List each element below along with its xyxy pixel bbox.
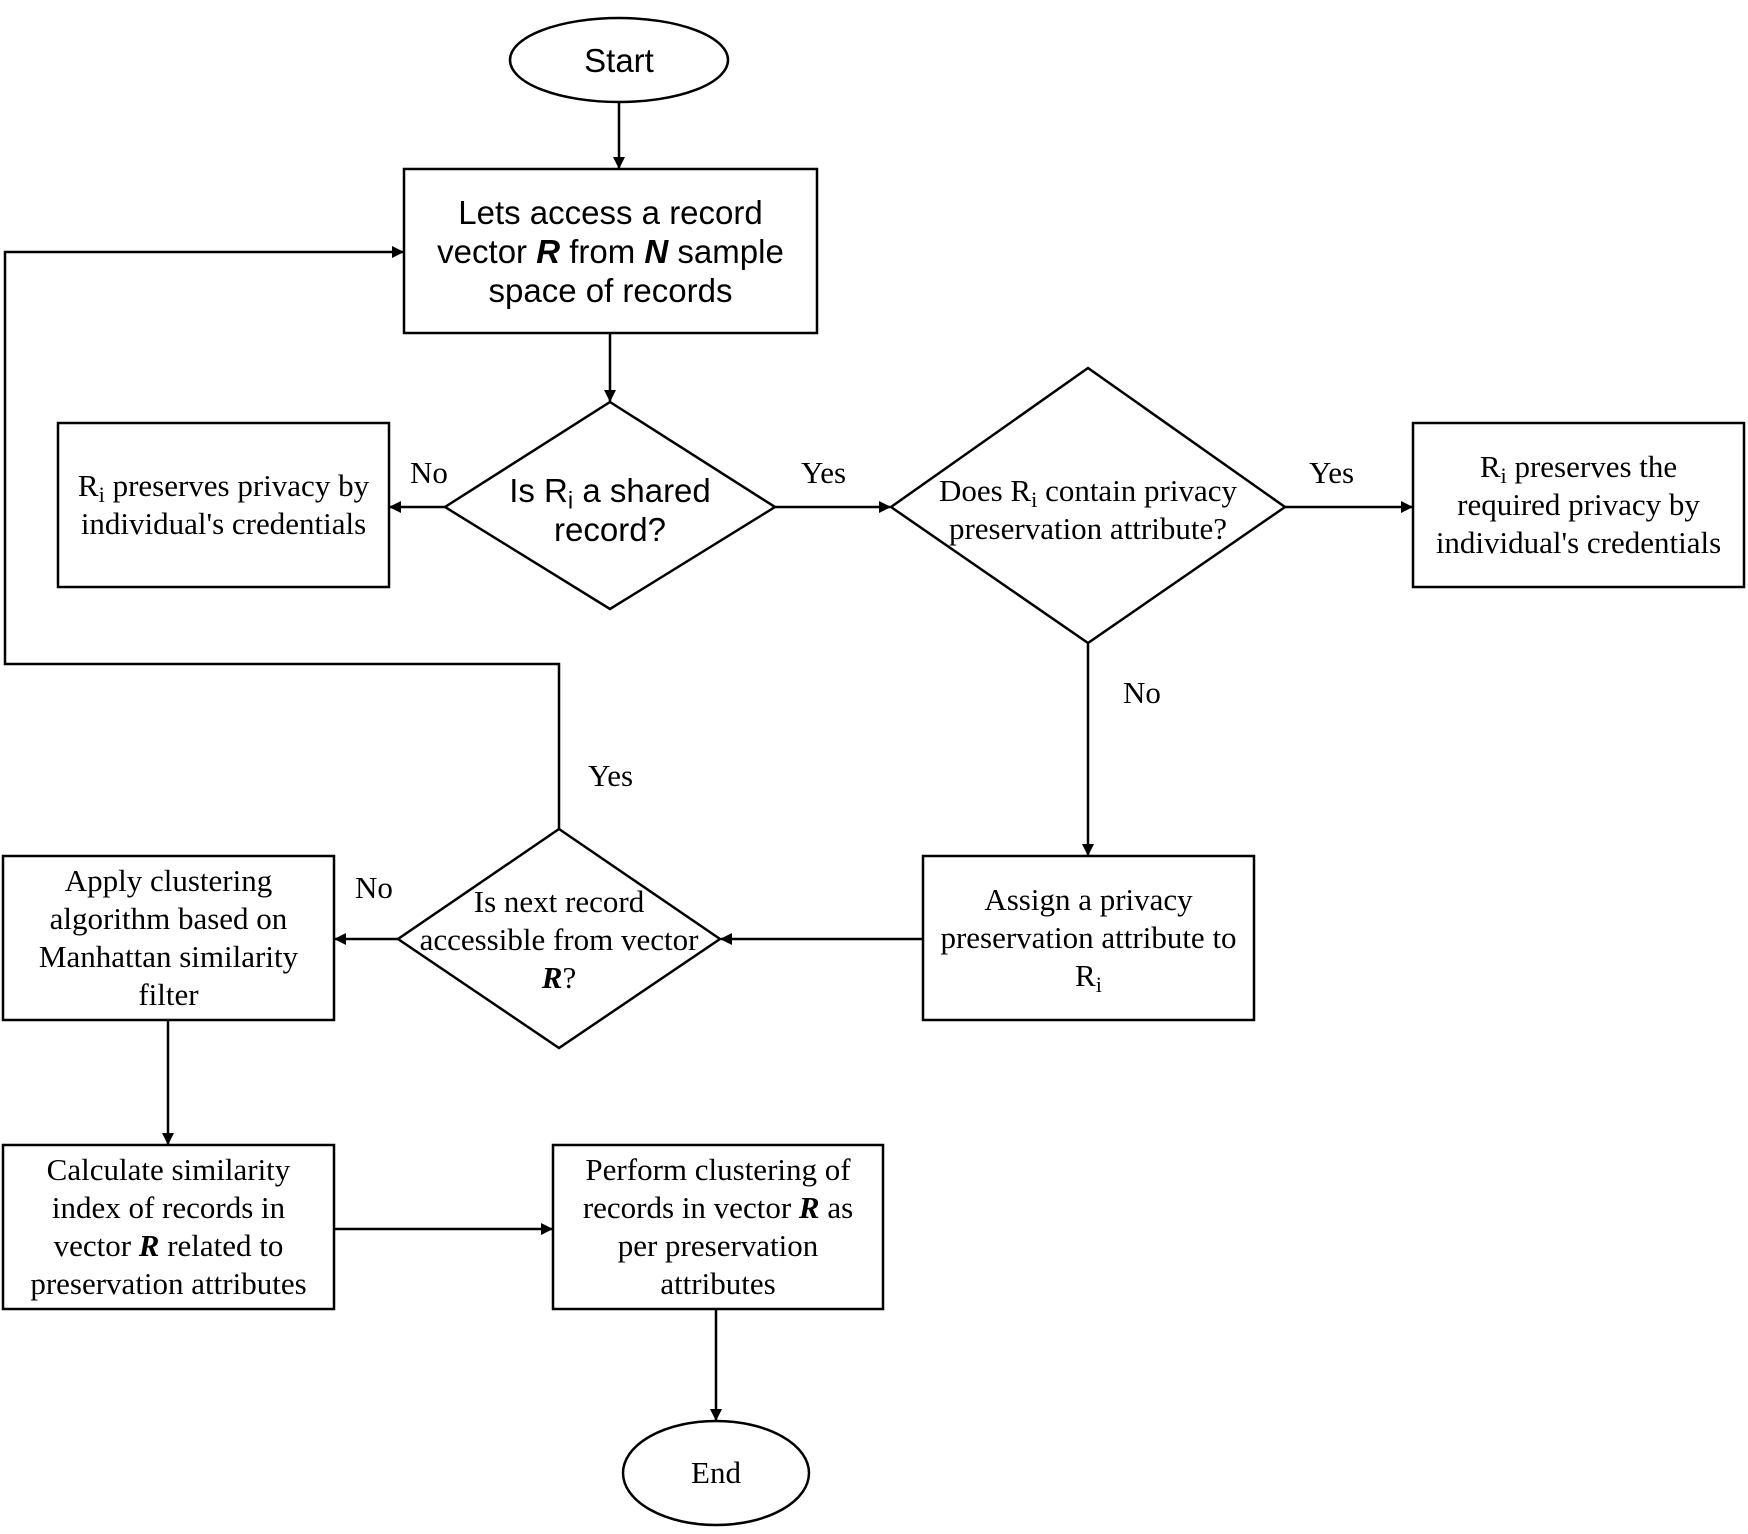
calc-similarity-label: Calculate similarity index of records in… bbox=[3, 1145, 334, 1309]
access-record-label: Lets access a record vector R from N sam… bbox=[404, 169, 817, 333]
start-text: Start bbox=[584, 41, 654, 79]
required-line-2: required privacy by bbox=[1457, 487, 1700, 522]
calc-line-4: preservation attributes bbox=[30, 1266, 307, 1301]
access-record-box bbox=[402, 167, 819, 335]
calc-similarity-box bbox=[1, 1143, 336, 1311]
access-line-1: Lets access a record bbox=[458, 193, 763, 231]
assign-attribute-label: Assign a privacy preservation attribute … bbox=[923, 856, 1254, 1020]
perform-line-4: attributes bbox=[660, 1266, 776, 1301]
next-line-1: Is next record bbox=[473, 884, 645, 919]
shared-line-2: record? bbox=[554, 511, 666, 548]
end-text: End bbox=[691, 1455, 741, 1490]
own-privacy-line-1: Ri preserves privacy by bbox=[77, 468, 370, 508]
next-line-2: accessible from vector bbox=[419, 922, 699, 957]
start-label: Start bbox=[510, 18, 728, 102]
shared-yes-label: Yes bbox=[801, 455, 847, 490]
own-privacy-line-2: individual's credentials bbox=[80, 506, 367, 541]
apply-line-2: algorithm based on bbox=[49, 901, 288, 936]
shared-record-label: Is Ri a shared record? bbox=[470, 460, 750, 560]
contain-line-1: Does Ri contain privacy bbox=[938, 473, 1238, 513]
contain-line-2: preservation attribute? bbox=[948, 511, 1227, 546]
calc-line-2: index of records in bbox=[51, 1190, 286, 1225]
required-line-1: Ri preserves the bbox=[1479, 449, 1678, 489]
calc-line-1: Calculate similarity bbox=[46, 1152, 291, 1187]
apply-line-4: filter bbox=[138, 977, 199, 1012]
next-yes-label: Yes bbox=[588, 758, 634, 793]
apply-line-1: Apply clustering bbox=[64, 863, 273, 898]
perform-line-2: records in vector R as bbox=[582, 1190, 854, 1225]
next-line-3: R? bbox=[541, 960, 577, 995]
perform-clustering-label: Perform clustering of records in vector … bbox=[553, 1145, 883, 1309]
shared-line-1: Is Ri a shared bbox=[509, 472, 711, 515]
edge-next-yes-loop bbox=[3, 246, 561, 829]
next-record-decision bbox=[395, 827, 723, 1050]
perform-line-1: Perform clustering of bbox=[585, 1152, 851, 1187]
own-privacy-box bbox=[56, 421, 391, 589]
perform-clustering-box bbox=[551, 1143, 885, 1311]
assign-line-2: preservation attribute to bbox=[940, 920, 1237, 955]
perform-line-3: per preservation bbox=[617, 1228, 819, 1263]
assign-line-1: Assign a privacy bbox=[984, 882, 1193, 917]
required-privacy-label: Ri preserves the required privacy by ind… bbox=[1413, 423, 1744, 587]
required-privacy-box bbox=[1411, 421, 1746, 589]
next-no-label: No bbox=[355, 870, 393, 905]
contain-yes-label: Yes bbox=[1309, 455, 1355, 490]
shared-no-label: No bbox=[410, 455, 448, 490]
access-line-3: space of records bbox=[488, 271, 733, 309]
own-privacy-label: Ri preserves privacy by individual's cre… bbox=[58, 423, 389, 587]
contain-attribute-label: Does Ri contain privacy preservation att… bbox=[910, 460, 1266, 560]
end-label: End bbox=[623, 1421, 809, 1525]
apply-clustering-label: Apply clustering algorithm based on Manh… bbox=[3, 856, 334, 1020]
apply-line-3: Manhattan similarity bbox=[38, 939, 299, 974]
contain-no-label: No bbox=[1123, 675, 1161, 710]
shared-record-decision bbox=[442, 400, 778, 611]
required-line-3: individual's credentials bbox=[1435, 525, 1722, 560]
assign-line-3: Ri bbox=[1075, 958, 1102, 998]
calc-line-3: vector R related to bbox=[53, 1228, 284, 1263]
next-record-label: Is next record accessible from vector R? bbox=[408, 880, 710, 1000]
end-terminator bbox=[621, 1419, 811, 1527]
access-line-2: vector R from N sample bbox=[437, 232, 784, 270]
